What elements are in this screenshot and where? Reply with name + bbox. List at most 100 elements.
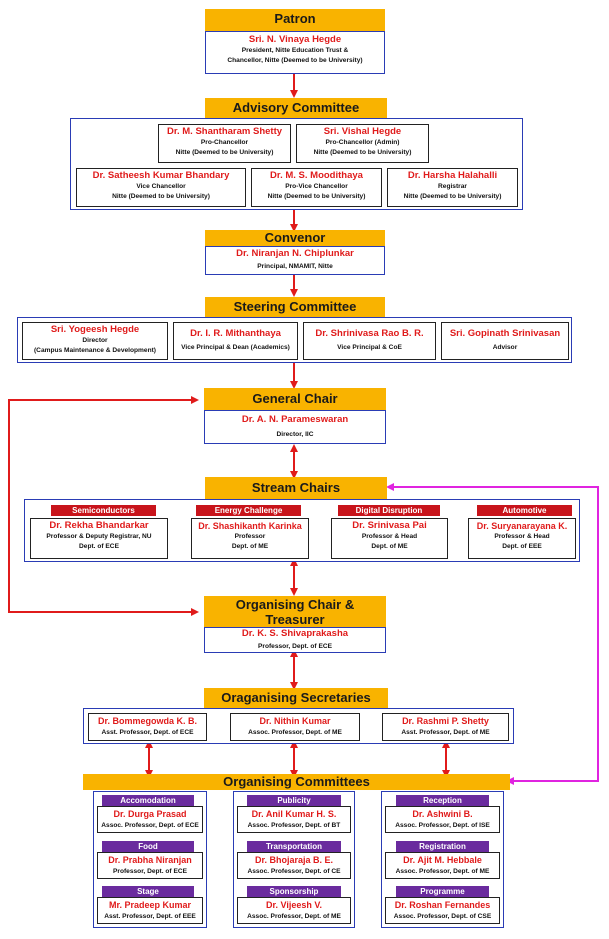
secretary-desc: Assoc. Professor, Dept. of ME [248,729,342,736]
secretaries-header: Oraganising Secretaries [204,688,388,708]
committee-card: Dr. Ashwini B. Assoc. Professor, Dept. o… [385,806,500,833]
secretary-3: Dr. Rashmi P. Shetty Asst. Professor, De… [382,713,509,741]
committee-card: Dr. Bhojaraja B. E. Assoc. Professor, De… [237,852,351,879]
general-chair-title: General Chair [252,391,338,406]
stream-chair-1: Dr. Rekha Bhandarkar Professor & Deputy … [30,518,168,559]
steering-member-extra: (Campus Maintenance & Development) [33,346,156,354]
steering-member-role: Vice Principal & Dean (Academics) [181,344,290,351]
organising-chair-desc: Professor, Dept. of ECE [257,643,332,650]
patron-title: Patron [274,11,316,26]
stream-chair-role: Professor [234,533,266,540]
advisory-member-role: Pro-Vice Chancellor [285,183,348,190]
organising-chair-header: Organising Chair & Treasurer [204,596,386,627]
steering-member-name: Sri. Gopinath Srinivasan [449,328,561,339]
advisory-member-role: Registrar [438,183,467,190]
steering-title: Steering Committee [233,299,357,314]
advisory-member-org: Nitte (Deemed to be University) [267,192,366,200]
patron-header: Patron [205,9,385,31]
secretary-name: Dr. Rashmi P. Shetty [402,716,489,726]
advisory-title: Advisory Committee [232,100,360,115]
advisory-member-name: Dr. M. S. Moodithaya [270,170,363,181]
stream-chair-role: Professor & Head [361,533,418,540]
stream-tag-4: Automotive [477,505,572,516]
general-chair-name: Dr. A. N. Parameswaran [241,414,349,425]
steering-member-role: Director [82,337,108,344]
committee-card: Dr. Ajit M. Hebbale Assoc. Professor, De… [385,852,500,879]
committee-member-name: Dr. Bhojaraja B. E. [254,855,334,865]
committee-member-name: Dr. Anil Kumar H. S. [251,809,337,819]
stream-chair-dept: Dept. of EEE [502,542,542,550]
steering-member-role: Vice Principal & CoE [337,344,402,351]
organising-chair-title-line-2: Treasurer [265,612,325,627]
committees-header: Organising Committees [83,774,510,790]
committee-tag: Publicity [247,795,341,806]
convenor-header: Convenor [205,230,385,246]
committee-tag: Sponsorship [247,886,341,897]
stream-chair-name: Dr. Shashikanth Karinka [198,521,302,531]
committee-member-desc: Assoc. Professor, Dept. of CSE [393,913,492,920]
general-chair-header: General Chair [204,388,386,410]
advisory-member-name: Sri. Vishal Hegde [323,126,402,137]
advisory-member-name: Dr. Harsha Halahalli [407,170,498,181]
stream-chairs-title: Stream Chairs [251,480,341,495]
organising-chair-name: Dr. K. S. Shivaprakasha [241,628,349,639]
steering-member-1: Sri. Yogeesh Hegde Director (Campus Main… [22,322,168,360]
committee-member-name: Dr. Ajit M. Hebbale [403,855,482,865]
committee-tag: Stage [102,886,194,897]
committee-tag: Transportation [247,841,341,852]
committee-member-name: Dr. Roshan Fernandes [394,900,491,910]
secretary-name: Dr. Bommegowda K. B. [97,716,197,726]
committee-member-desc: Assoc. Professor, Dept. of CE [247,868,341,875]
advisory-member-org: Nitte (Deemed to be University) [112,192,210,200]
committee-card: Dr. Prabha Niranjan Professor, Dept. of … [97,852,203,879]
committee-member-name: Mr. Pradeep Kumar [108,900,192,910]
steering-header: Steering Committee [205,297,385,317]
stream-chair-name: Dr. Suryanarayana K. [476,521,568,531]
stream-chair-3: Dr. Srinivasa Pai Professor & Head Dept.… [331,518,448,559]
stream-chair-dept: Dept. of ECE [79,542,119,550]
advisory-member-5: Dr. Harsha Halahalli Registrar Nitte (De… [387,168,518,207]
stream-chair-4: Dr. Suryanarayana K. Professor & Head De… [468,518,576,559]
advisory-member-org: Nitte (Deemed to be University) [403,192,502,200]
patron-name: Sri. N. Vinaya Hegde [248,34,342,45]
general-chair-desc: Director, IIC [276,431,314,438]
secretary-desc: Asst. Professor, Dept. of ME [401,729,490,736]
convenor-desc: Principal, NMAMIT, Nitte [257,263,333,270]
arrow-stream-committees-loop [386,483,599,785]
patron-card: Sri. N. Vinaya Hegde President, Nitte Ed… [205,31,385,74]
advisory-member-name: Dr. Satheesh Kumar Bhandary [92,170,230,181]
patron-desc-1: President, Nitte Education Trust & [241,47,349,54]
steering-member-name: Dr. I. R. Mithanthaya [190,328,281,339]
committee-member-name: Dr. Prabha Niranjan [108,855,192,865]
general-chair-card: Dr. A. N. Parameswaran Director, IIC [204,410,386,444]
advisory-member-name: Dr. M. Shantharam Shetty [166,126,283,137]
organising-chair-card: Dr. K. S. Shivaprakasha Professor, Dept.… [204,627,386,653]
stream-chair-role: Professor & Deputy Registrar, NU [46,533,152,540]
committee-member-name: Dr. Vijeesh V. [265,900,323,910]
committee-tag: Reception [396,795,489,806]
committee-member-desc: Assoc. Professor, Dept. of ISE [395,822,490,829]
stream-tag-3: Digital Disruption [338,505,440,516]
committee-member-desc: Professor, Dept. of ECE [112,868,187,875]
stream-chair-role: Professor & Head [494,533,550,540]
secretary-2: Dr. Nithin Kumar Assoc. Professor, Dept.… [230,713,360,741]
stream-chair-2: Dr. Shashikanth Karinka Professor Dept. … [191,518,309,559]
committee-member-desc: Assoc. Professor, Dept. of ECE [101,822,199,829]
advisory-member-3: Dr. Satheesh Kumar Bhandary Vice Chancel… [76,168,246,207]
steering-member-3: Dr. Shrinivasa Rao B. R. Vice Principal … [303,322,436,360]
stream-chair-dept: Dept. of ME [371,542,408,550]
stream-tag-1: Semiconductors [51,505,156,516]
arrow-general-organising-loop [8,396,199,616]
convenor-card: Dr. Niranjan N. Chiplunkar Principal, NM… [205,246,385,275]
committee-member-desc: Asst. Professor, Dept. of EEE [104,913,196,920]
advisory-member-role: Pro-Chancellor (Admin) [325,139,400,146]
advisory-member-org: Nitte (Deemed to be University) [313,148,412,156]
convenor-name: Dr. Niranjan N. Chiplunkar [236,248,354,259]
advisory-member-1: Dr. M. Shantharam Shetty Pro-Chancellor … [158,124,291,163]
committee-tag: Registration [396,841,489,852]
organising-chair-title-line-1: Organising Chair & [235,597,355,612]
steering-member-4: Sri. Gopinath Srinivasan Advisor [441,322,569,360]
committees-title: Organising Committees [223,774,370,789]
stream-chair-name: Dr. Rekha Bhandarkar [49,520,149,531]
advisory-member-org: Nitte (Deemed to be University) [175,148,274,156]
